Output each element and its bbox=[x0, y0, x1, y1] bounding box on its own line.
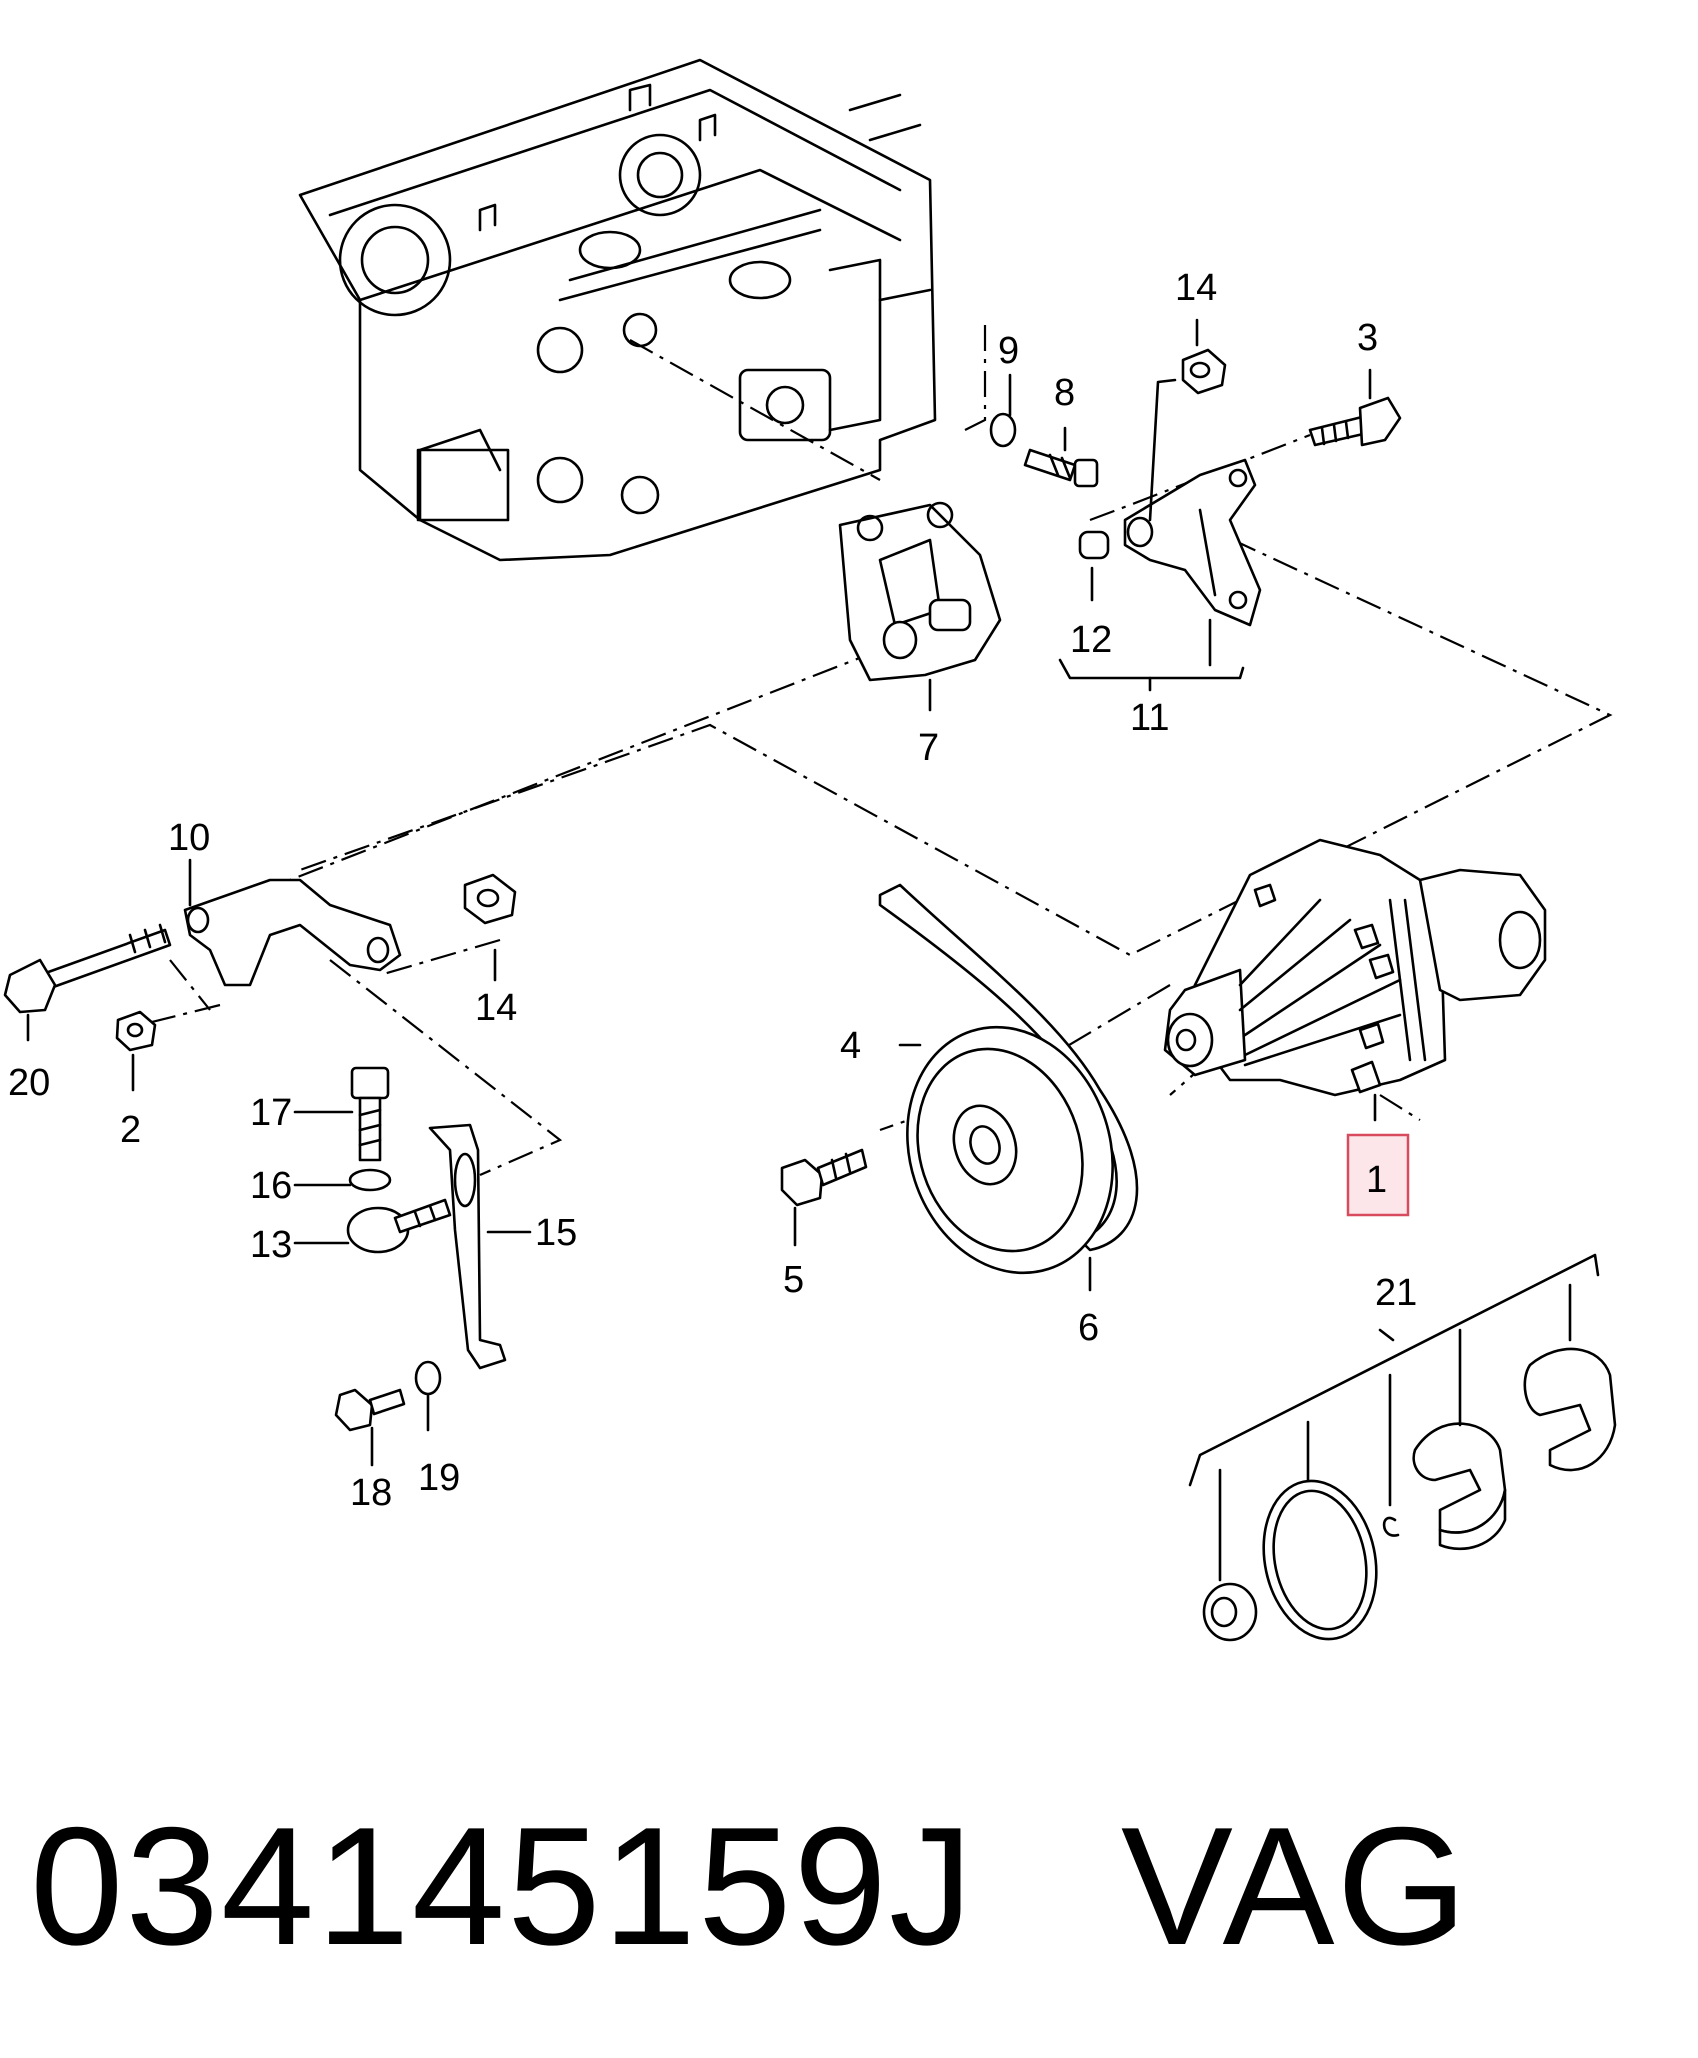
label-4: 4 bbox=[840, 1025, 861, 1067]
spacer-part-12 bbox=[1078, 530, 1110, 560]
label-14-left: 14 bbox=[475, 987, 517, 1029]
bolt-part-17 bbox=[350, 1066, 390, 1162]
part-labels: 14 9 3 8 12 11 7 10 14 20 2 17 16 13 15 … bbox=[8, 267, 1417, 1514]
label-20: 20 bbox=[8, 1062, 50, 1104]
label-8: 8 bbox=[1054, 372, 1075, 414]
circlip bbox=[1382, 1516, 1400, 1537]
label-16: 16 bbox=[250, 1165, 292, 1207]
bolt-part-5 bbox=[780, 1148, 868, 1207]
kit-part-21 bbox=[1202, 1347, 1617, 1642]
nut-part-2 bbox=[115, 1010, 157, 1052]
engine-block bbox=[298, 58, 937, 562]
washer-part-9 bbox=[989, 412, 1017, 448]
label-11: 11 bbox=[1130, 697, 1169, 739]
shaft-seal bbox=[1202, 1582, 1258, 1642]
label-13: 13 bbox=[250, 1224, 292, 1266]
brand-name: VAG bbox=[1120, 1792, 1470, 1980]
o-ring bbox=[1262, 1479, 1378, 1641]
washer-part-19 bbox=[414, 1360, 442, 1396]
gasket-b bbox=[1523, 1347, 1617, 1472]
label-9: 9 bbox=[998, 330, 1019, 372]
bracket-part-11 bbox=[1123, 458, 1262, 627]
bolt-part-3 bbox=[1308, 396, 1402, 447]
label-5: 5 bbox=[783, 1259, 804, 1301]
label-17: 17 bbox=[250, 1092, 292, 1134]
label-3: 3 bbox=[1357, 317, 1378, 359]
clamp-part-13 bbox=[346, 1198, 452, 1254]
label-10: 10 bbox=[168, 817, 210, 859]
label-2: 2 bbox=[120, 1109, 141, 1151]
nut-part-14-left bbox=[463, 873, 517, 925]
nut-part-14-top bbox=[1181, 348, 1227, 395]
bracket-part-10 bbox=[183, 878, 402, 987]
label-6: 6 bbox=[1078, 1307, 1099, 1349]
bolt-part-8 bbox=[1023, 448, 1099, 488]
part-number: 034145159J bbox=[30, 1792, 975, 1980]
label-1: 1 bbox=[1366, 1159, 1387, 1201]
label-12: 12 bbox=[1070, 619, 1112, 661]
label-19: 19 bbox=[418, 1457, 460, 1499]
gasket-a bbox=[1412, 1422, 1507, 1551]
label-15: 15 bbox=[535, 1212, 577, 1254]
bolt-part-20 bbox=[3, 923, 172, 1014]
label-21: 21 bbox=[1375, 1272, 1417, 1314]
bracket-part-15 bbox=[428, 1123, 507, 1370]
pulley-part-4 bbox=[906, 1025, 1114, 1275]
belt-part-6 bbox=[878, 883, 1139, 1252]
part-number-footer: 034145159J VAG bbox=[30, 1790, 1469, 1983]
washer-part-16 bbox=[348, 1168, 392, 1192]
bolt-part-18 bbox=[334, 1388, 406, 1432]
label-14-top: 14 bbox=[1175, 267, 1217, 309]
leader-lines bbox=[26, 318, 1600, 1582]
label-7: 7 bbox=[918, 727, 939, 769]
highlight-box-part-1 bbox=[1346, 1133, 1410, 1217]
water-pump-part-1 bbox=[1163, 838, 1547, 1097]
label-18: 18 bbox=[350, 1472, 392, 1514]
bracket-part-7 bbox=[838, 501, 1002, 682]
